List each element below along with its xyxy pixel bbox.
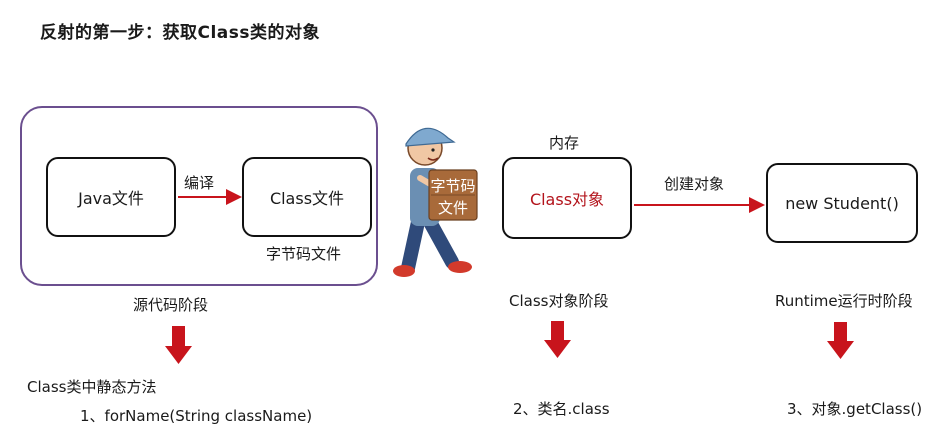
forname-method: 1、forName(String className) <box>80 407 313 425</box>
class-literal-method: 2、类名.class <box>513 400 610 418</box>
new-student-box: new Student() <box>766 163 918 243</box>
bytecode-caption: 字节码文件 <box>266 245 342 263</box>
down-arrow-runtime <box>827 322 854 359</box>
java-file-label: Java文件 <box>78 189 144 208</box>
class-file-box: Class文件 <box>242 157 372 237</box>
source-stage-group <box>20 106 378 286</box>
carrier-box-text-line1: 字节码 <box>430 177 475 195</box>
java-file-box: Java文件 <box>46 157 176 237</box>
class-stage-label: Class对象阶段 <box>509 292 609 310</box>
getclass-method: 3、对象.getClass() <box>787 400 923 418</box>
create-object-label: 创建对象 <box>664 175 725 193</box>
down-arrow-class <box>544 321 571 358</box>
compile-label: 编译 <box>184 174 215 192</box>
carrier-figure <box>393 127 478 277</box>
runtime-stage-label: Runtime运行时阶段 <box>775 292 913 310</box>
down-arrow-source <box>165 326 192 364</box>
method-heading: Class类中静态方法 <box>27 378 157 396</box>
class-object-label: Class对象 <box>529 190 605 209</box>
carrier-box-text-line2: 文件 <box>438 199 468 217</box>
page-title: 反射的第一步：获取Class类的对象 <box>40 23 321 43</box>
memory-label: 内存 <box>549 134 580 152</box>
source-stage-label: 源代码阶段 <box>133 296 209 314</box>
class-object-box: Class对象 <box>502 157 632 239</box>
class-file-label: Class文件 <box>269 189 345 208</box>
new-student-label: new Student() <box>785 193 899 213</box>
